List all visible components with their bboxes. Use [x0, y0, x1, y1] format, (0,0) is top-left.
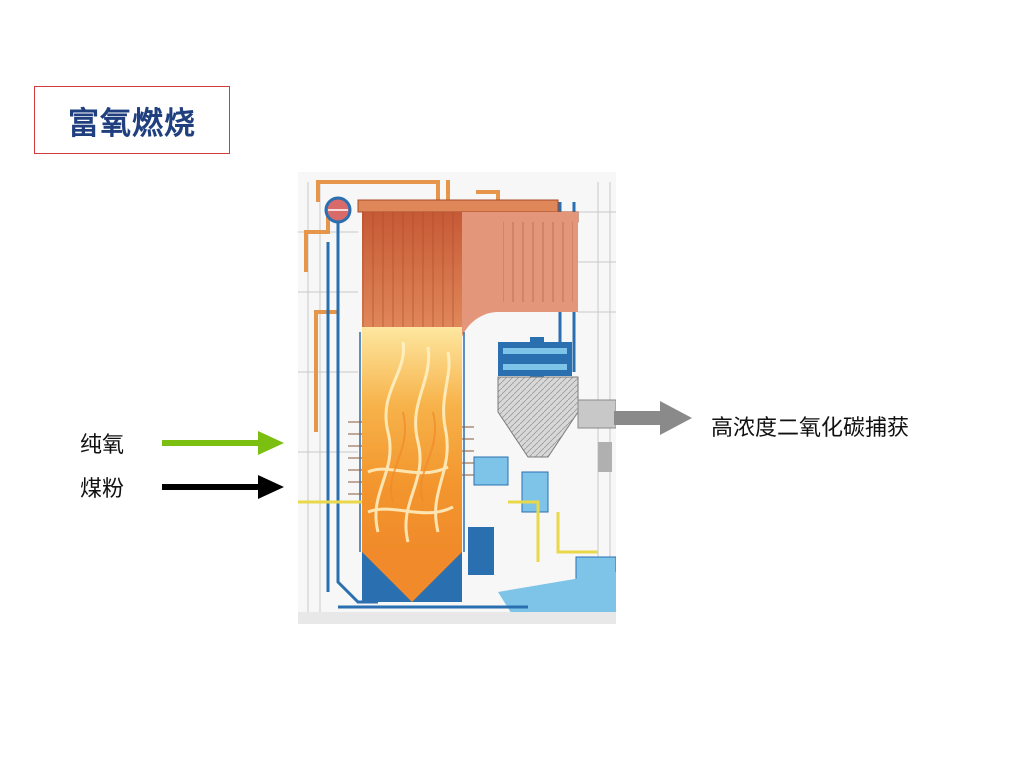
coal-powder-arrow — [162, 475, 284, 499]
co2-capture-arrow — [614, 401, 692, 435]
coal-powder-label: 煤粉 — [80, 477, 125, 502]
page-title: 富氧燃烧 — [68, 105, 196, 142]
oxyfuel-boiler-diagram — [298, 172, 616, 624]
title-box: 富氧燃烧 — [34, 86, 230, 154]
oxygen-label: 纯氧 — [80, 433, 125, 458]
oxygen-arrow — [162, 431, 284, 455]
co2-capture-label: 高浓度二氧化碳捕获 — [711, 416, 910, 441]
